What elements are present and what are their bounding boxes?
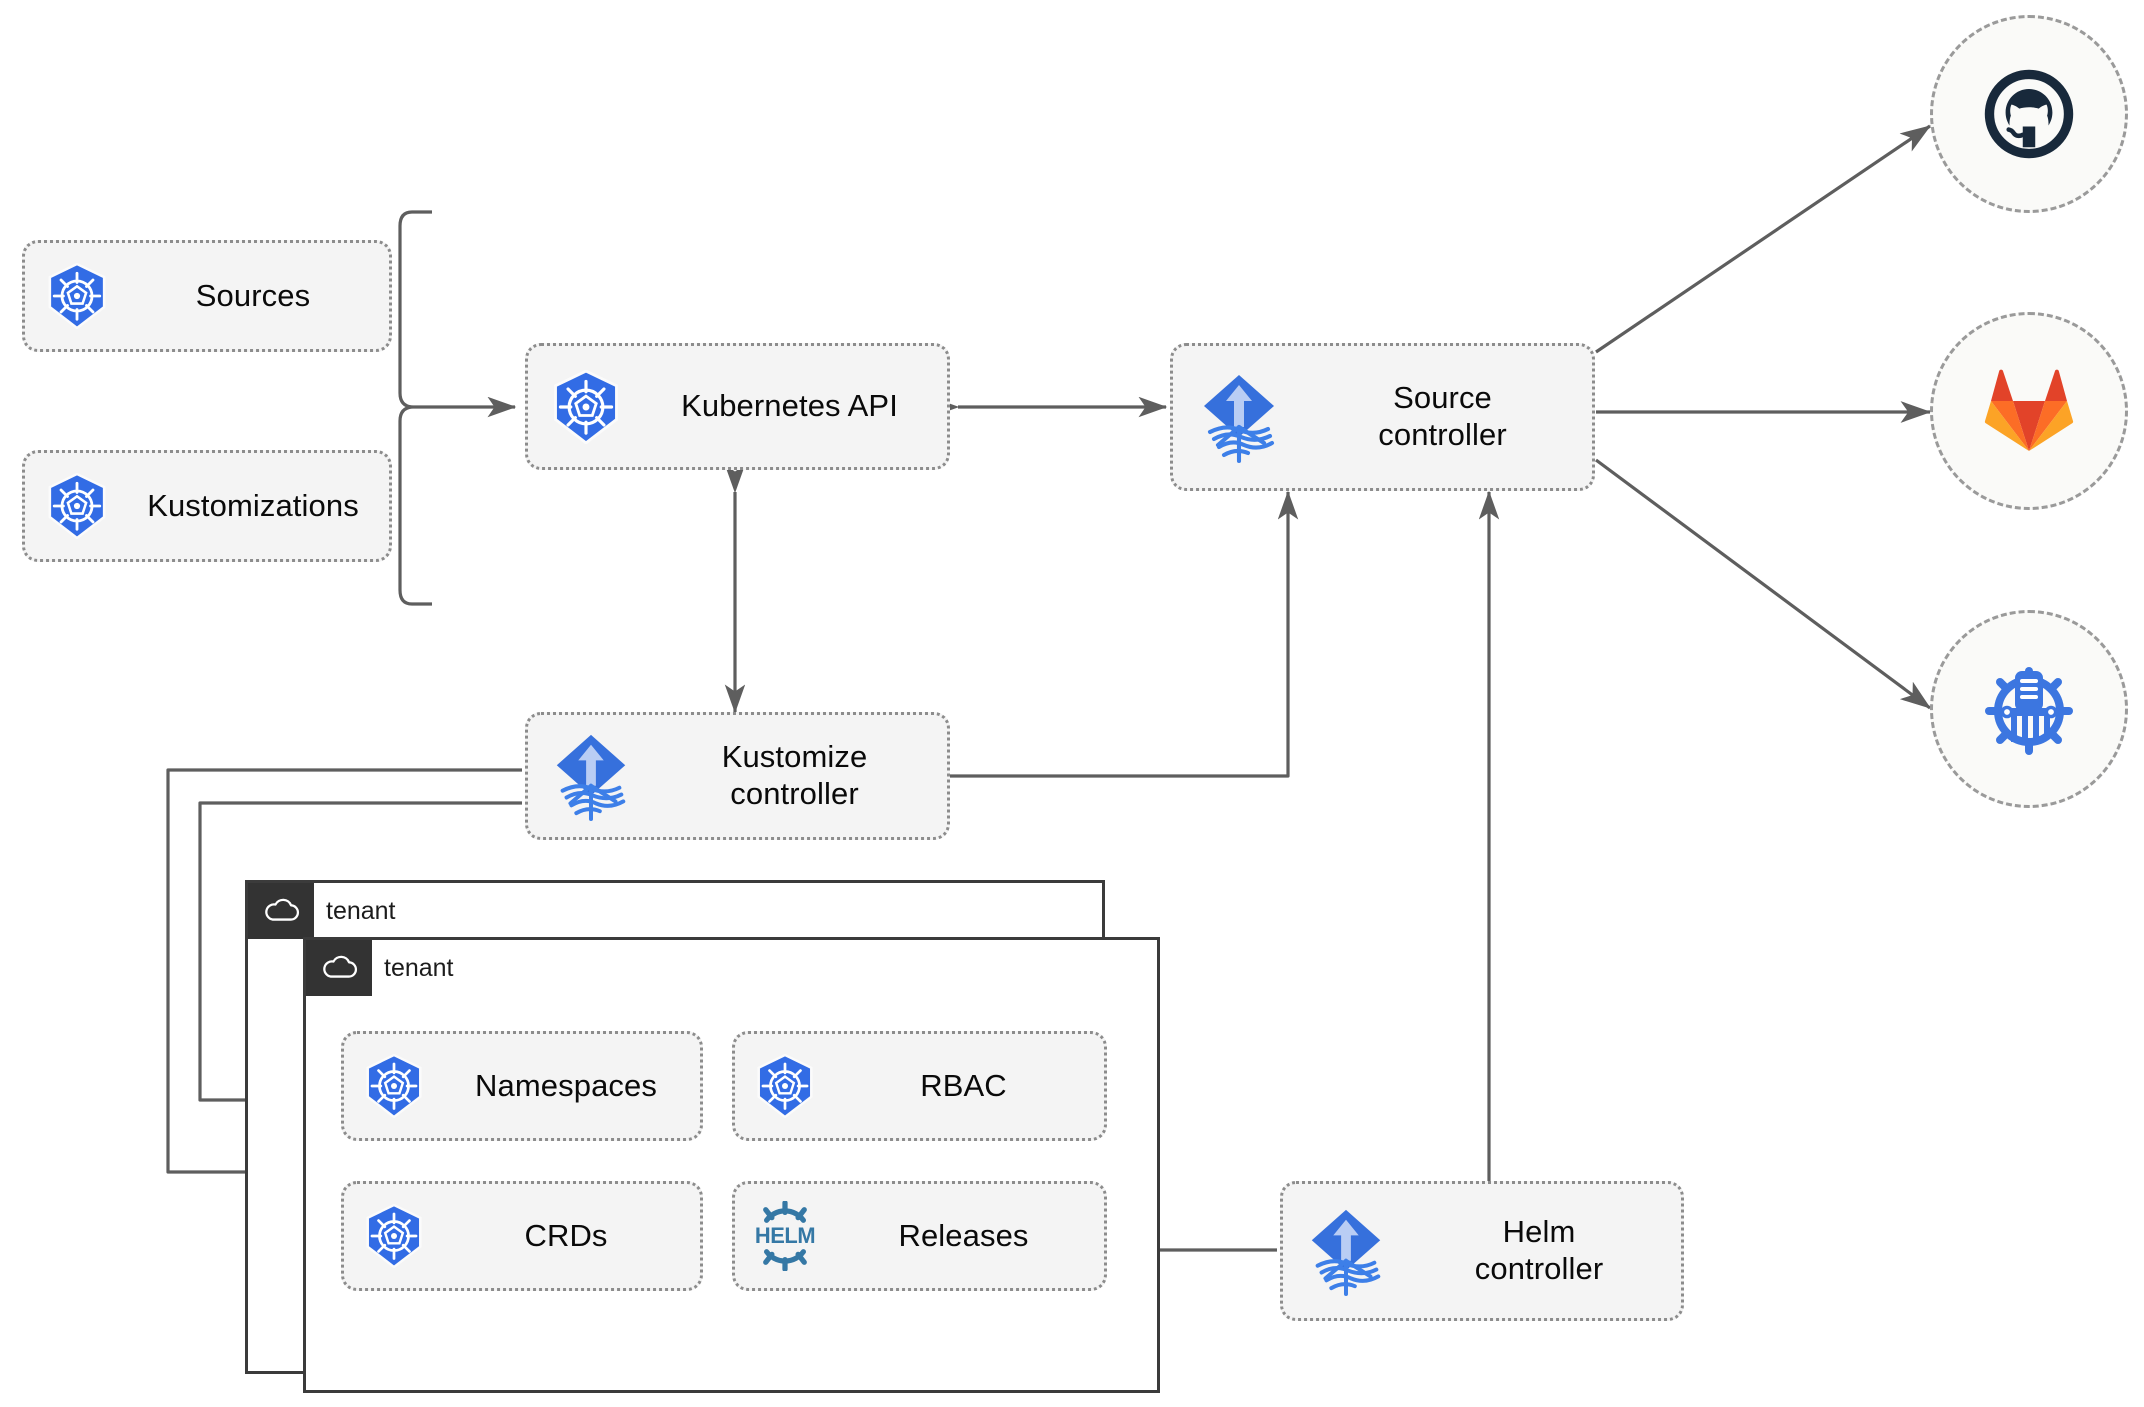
node-label: Kubernetes API	[681, 388, 898, 424]
kubernetes-icon	[344, 1204, 444, 1268]
node-label: Kustomize controller	[721, 739, 868, 811]
helm-icon: HELM	[735, 1201, 835, 1271]
edge-kustomize-to-source	[947, 490, 1299, 778]
provider-github[interactable]	[1930, 15, 2128, 213]
github-icon	[1984, 69, 2074, 159]
tenant-label: tenant	[384, 953, 454, 982]
kubernetes-icon	[528, 369, 644, 444]
node-helm-controller[interactable]: Helm controller	[1280, 1181, 1684, 1321]
kubernetes-icon	[25, 263, 129, 329]
node-label: CRDs	[524, 1217, 608, 1253]
node-kubernetes-api[interactable]: Kubernetes API	[525, 343, 950, 470]
kubernetes-icon	[344, 1054, 444, 1118]
tenant-window-front[interactable]: tenant	[303, 937, 1160, 1393]
flux-icon	[528, 729, 654, 823]
node-label: Helm controller	[1474, 1214, 1604, 1286]
cloud-icon	[265, 898, 300, 921]
node-label: Namespaces	[475, 1067, 657, 1103]
flux-icon	[1283, 1204, 1409, 1298]
tenant-icon-tile	[248, 883, 314, 939]
edge-source-to-helm-repository	[1595, 458, 1932, 710]
helm-repository-icon	[1985, 667, 2073, 755]
svg-text:HELM: HELM	[755, 1223, 815, 1248]
node-kustomize-controller[interactable]: Kustomize controller	[525, 712, 950, 840]
node-label: Source controller	[1378, 380, 1507, 452]
node-releases[interactable]: HELM Releases	[732, 1181, 1107, 1291]
flux-icon	[1173, 369, 1305, 465]
resources-bracket	[398, 210, 432, 606]
provider-gitlab[interactable]	[1930, 312, 2128, 510]
node-kustomizations[interactable]: Kustomizations	[22, 450, 392, 562]
node-crds[interactable]: CRDs	[341, 1181, 703, 1291]
node-label: Releases	[898, 1217, 1029, 1253]
provider-helm-repository[interactable]	[1930, 610, 2128, 808]
node-source-controller[interactable]: Source controller	[1170, 343, 1595, 491]
kubernetes-icon	[735, 1054, 835, 1118]
node-sources[interactable]: Sources	[22, 240, 392, 352]
node-label: RBAC	[920, 1067, 1007, 1103]
edge-source-to-github	[1595, 124, 1932, 354]
tenant-label: tenant	[326, 896, 396, 925]
gitlab-icon	[1984, 369, 2074, 451]
cloud-icon	[323, 955, 358, 978]
node-namespaces[interactable]: Namespaces	[341, 1031, 703, 1141]
node-label: Sources	[195, 277, 311, 313]
kubernetes-icon	[25, 473, 129, 539]
tenant-icon-tile	[306, 940, 372, 996]
node-rbac[interactable]: RBAC	[732, 1031, 1107, 1141]
node-label: Kustomizations	[147, 487, 359, 523]
